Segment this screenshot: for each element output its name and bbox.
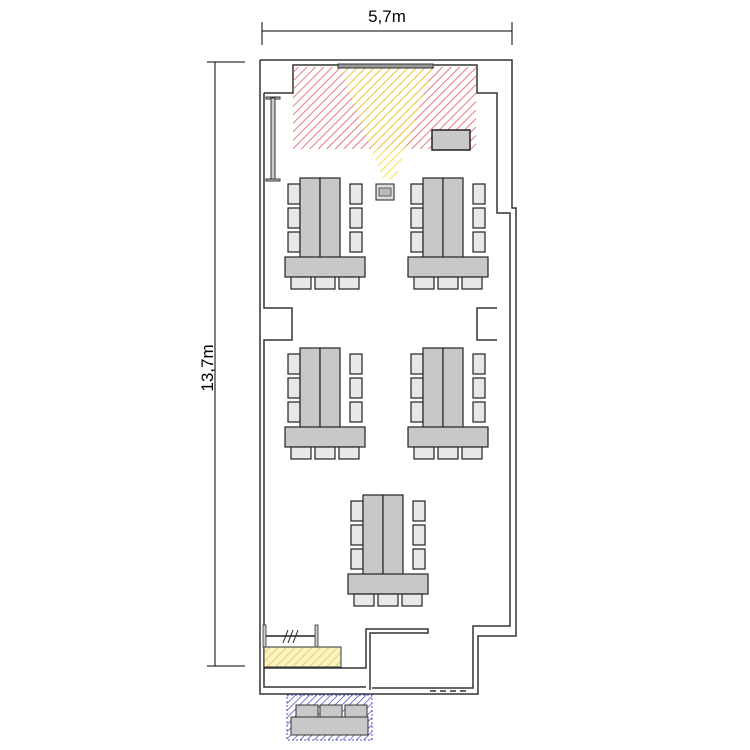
- chair: [461, 276, 483, 290]
- chair: [410, 183, 424, 205]
- chair: [287, 353, 301, 375]
- table: [299, 177, 321, 259]
- table: [319, 347, 341, 429]
- chair: [472, 183, 486, 205]
- chair: [472, 353, 486, 375]
- table: [382, 494, 404, 576]
- counter: [262, 624, 342, 668]
- chair: [410, 231, 424, 253]
- table: [347, 573, 429, 595]
- table: [442, 177, 464, 259]
- length-label: 13,7m: [198, 344, 217, 391]
- chair: [350, 524, 364, 546]
- chair: [437, 276, 459, 290]
- chair: [461, 446, 483, 460]
- table: [442, 347, 464, 429]
- chair: [472, 231, 486, 253]
- chair: [287, 207, 301, 229]
- chair: [401, 593, 423, 607]
- chair: [377, 593, 399, 607]
- chair: [413, 446, 435, 460]
- projector-lens: [378, 187, 392, 197]
- projection-screen: [337, 63, 434, 69]
- table-group: [407, 177, 489, 290]
- width-label: 5,7m: [368, 7, 406, 26]
- chair: [410, 353, 424, 375]
- chair: [287, 183, 301, 205]
- chair: [472, 377, 486, 399]
- table: [284, 426, 366, 448]
- chair: [290, 276, 312, 290]
- chair: [410, 401, 424, 423]
- chair: [349, 231, 363, 253]
- chair: [314, 276, 336, 290]
- whiteboard: [265, 96, 281, 182]
- chair: [410, 377, 424, 399]
- chair: [349, 353, 363, 375]
- chair: [287, 401, 301, 423]
- table-group: [284, 347, 366, 460]
- length-dimension: [207, 61, 245, 667]
- table-group: [284, 177, 366, 290]
- chair: [413, 276, 435, 290]
- chair: [412, 500, 426, 522]
- table-group: [407, 347, 489, 460]
- chair: [412, 524, 426, 546]
- chair: [338, 276, 360, 290]
- chair: [287, 231, 301, 253]
- chair: [472, 401, 486, 423]
- table: [422, 177, 444, 259]
- chair: [410, 207, 424, 229]
- chair: [350, 500, 364, 522]
- table-group: [347, 494, 429, 607]
- table: [407, 426, 489, 448]
- projection-beam: [340, 67, 433, 180]
- table: [362, 494, 384, 576]
- chair: [287, 377, 301, 399]
- table: [422, 347, 444, 429]
- table: [299, 347, 321, 429]
- chair: [290, 446, 312, 460]
- chair: [437, 446, 459, 460]
- chair: [349, 401, 363, 423]
- chair: [314, 446, 336, 460]
- lectern: [431, 129, 471, 151]
- chair: [412, 548, 426, 570]
- table: [284, 256, 366, 278]
- table: [407, 256, 489, 278]
- chair: [349, 183, 363, 205]
- entrance-lounge: [286, 694, 373, 741]
- chair: [338, 446, 360, 460]
- chair: [472, 207, 486, 229]
- table: [319, 177, 341, 259]
- width-dimension: [261, 22, 513, 45]
- chair: [349, 377, 363, 399]
- chair: [353, 593, 375, 607]
- chair: [349, 207, 363, 229]
- chair: [350, 548, 364, 570]
